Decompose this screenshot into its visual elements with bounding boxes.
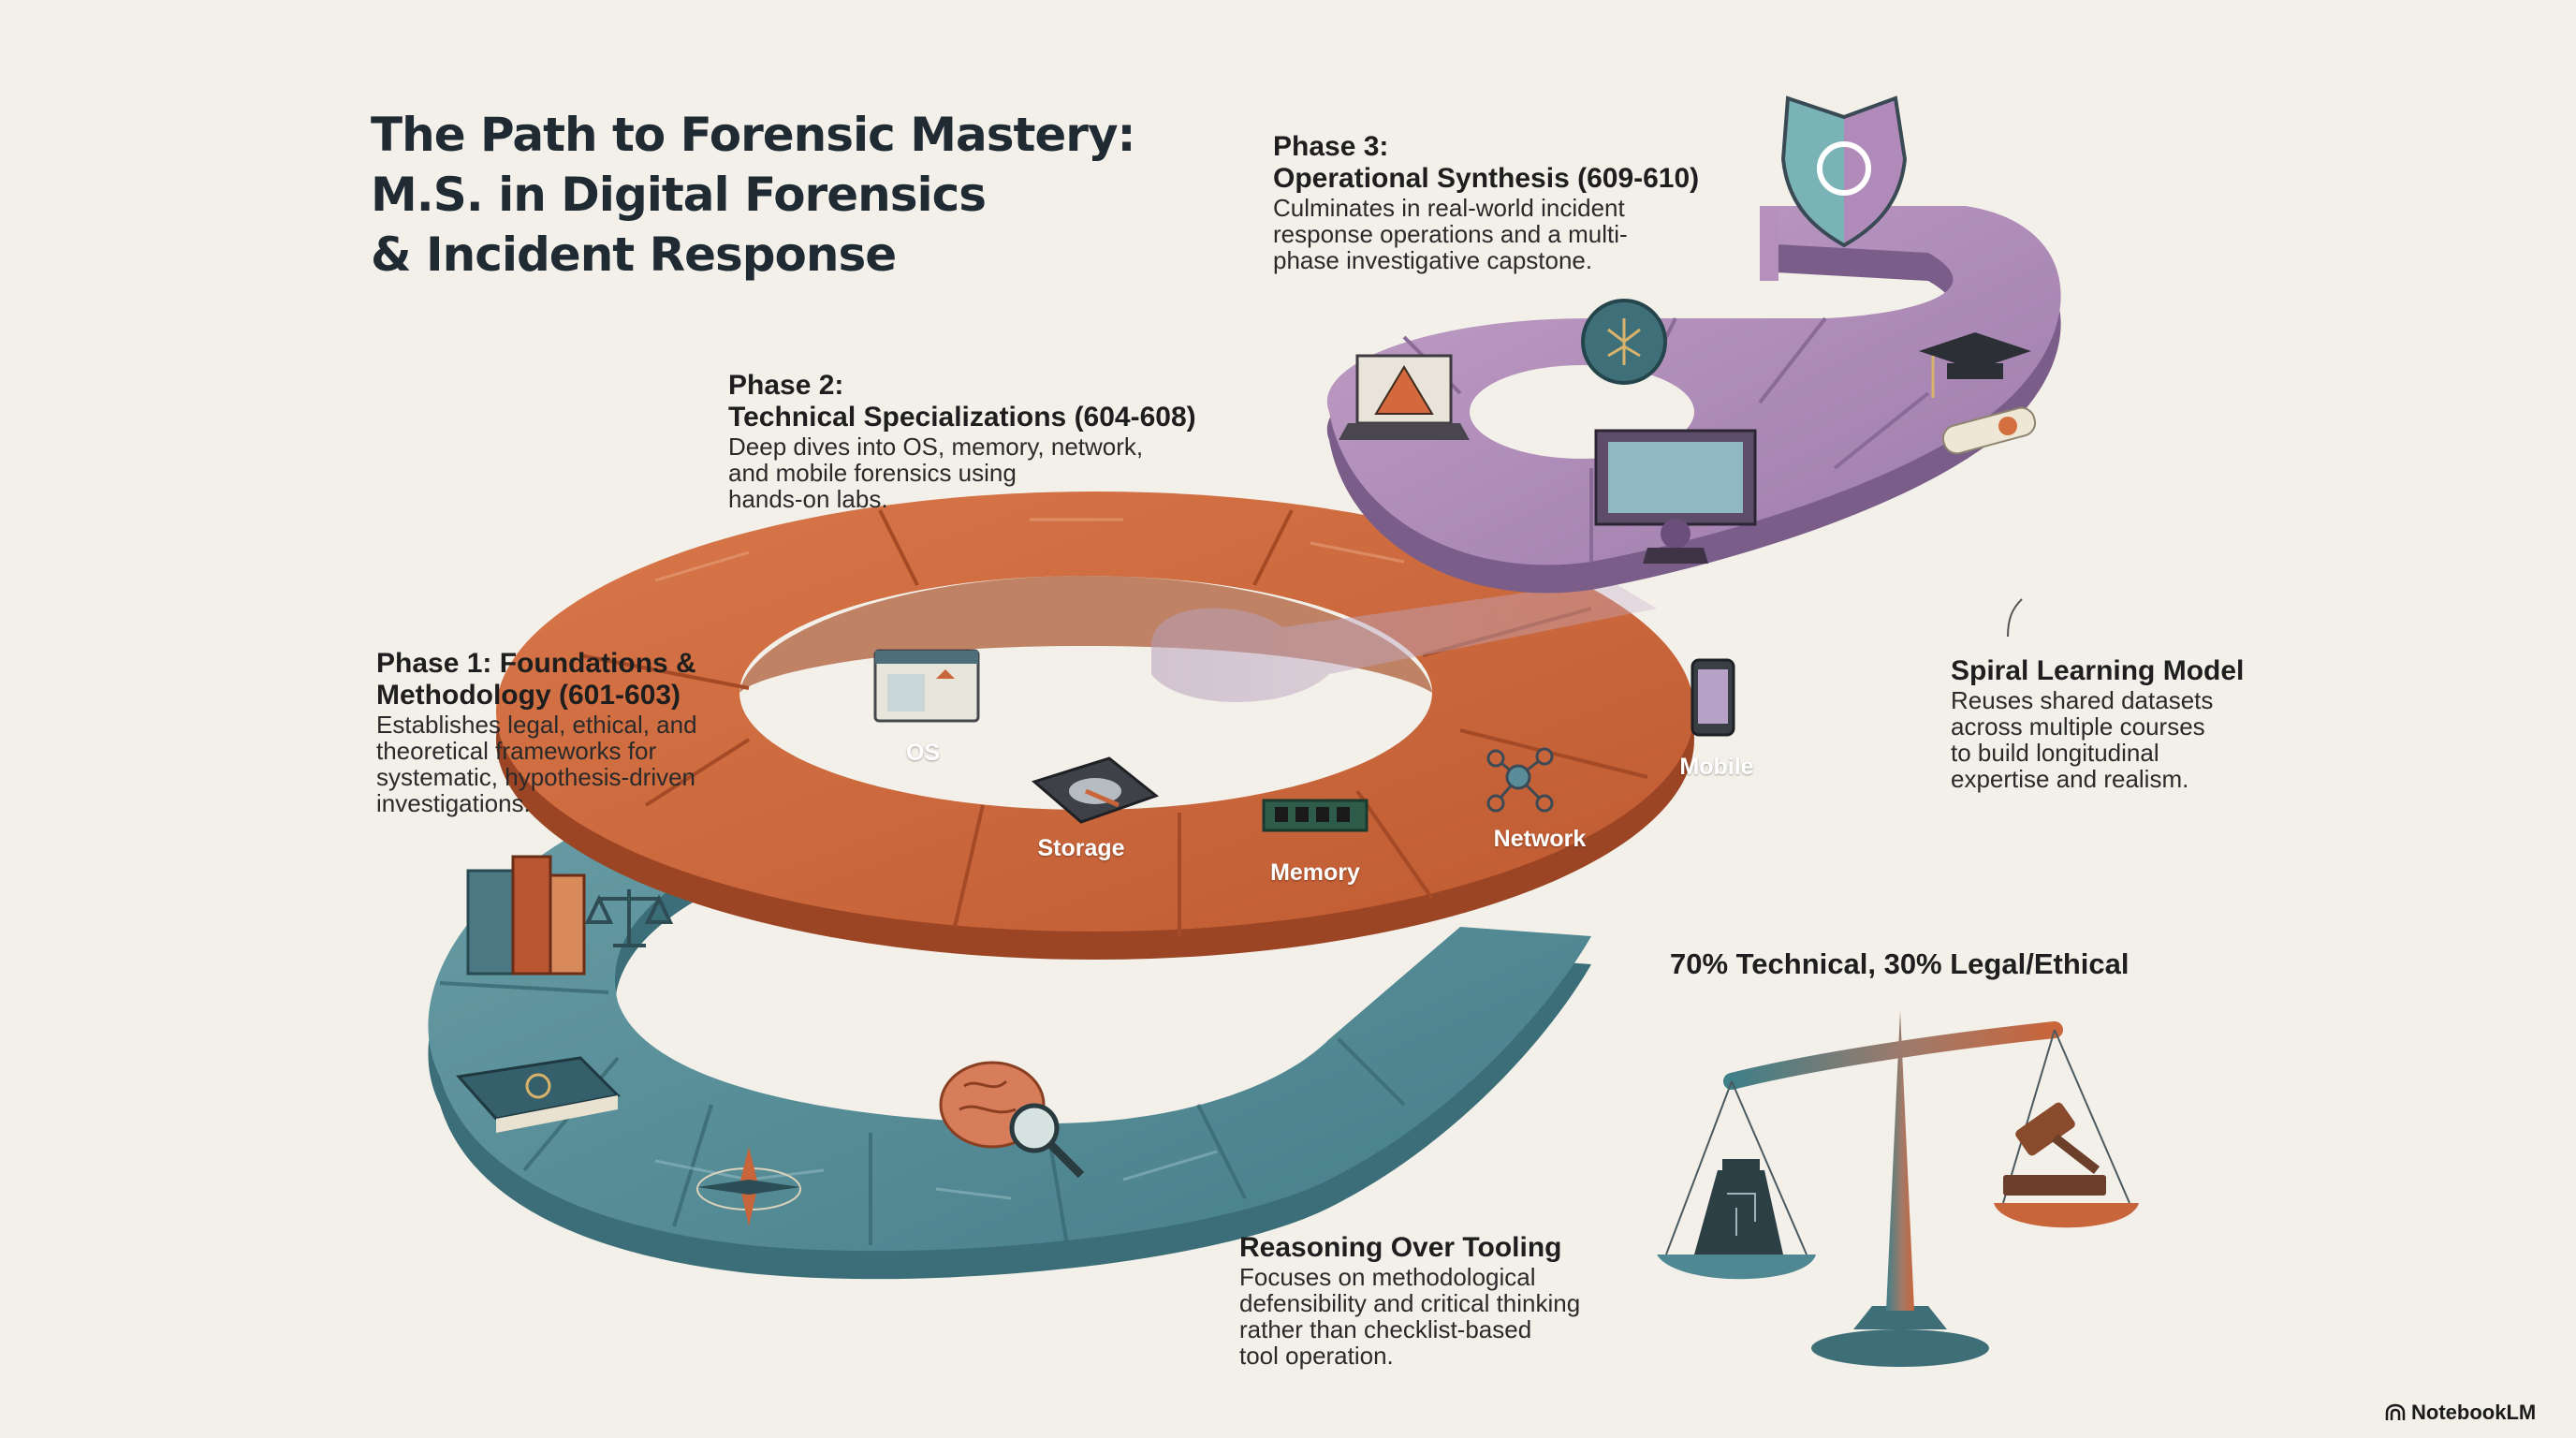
network-nodes-icon (1486, 747, 1554, 813)
memory-chip-icon (1262, 799, 1368, 832)
phase2-description: Deep dives into OS, memory, network, and… (728, 433, 1290, 512)
segment-label-storage: Storage (1037, 835, 1125, 861)
phase1-title-line: Methodology (601-603) (376, 680, 681, 711)
spiral-desc-line: to build longitudinal (1951, 739, 2159, 767)
phase2-label: Phase 2: (728, 370, 844, 401)
phase1-desc-line: systematic, hypothesis-driven (376, 763, 696, 791)
phase1-desc-line: investigations. (376, 789, 531, 817)
phase1-desc-line: Establishes legal, ethical, and (376, 711, 697, 739)
reasoning-desc-line: Focuses on methodological (1239, 1263, 1536, 1291)
hard-drive-icon (1031, 756, 1160, 824)
warning-laptop-icon (1339, 354, 1470, 440)
reasoning-callout: Reasoning Over Tooling Focuses on method… (1239, 1232, 1726, 1369)
spiral-model-callout: Spiral Learning Model Reuses shared data… (1951, 655, 2475, 792)
segment-label-network: Network (1493, 826, 1587, 852)
brain-magnifier-icon (939, 1061, 1085, 1179)
os-window-icon (873, 649, 980, 723)
page-title: The Path to Forensic Mastery: M.S. in Di… (371, 105, 1213, 285)
phase3-label: Phase 3: (1273, 131, 1389, 162)
compass-icon (696, 1147, 801, 1226)
phase2-desc-line: hands-on labs. (728, 485, 888, 513)
mobile-phone-icon (1690, 658, 1735, 737)
title-line-1: The Path to Forensic Mastery: (371, 108, 1136, 162)
phase2-desc-line: Deep dives into OS, memory, network, (728, 433, 1144, 461)
phase3-desc-line: response operations and a multi- (1273, 220, 1628, 248)
phase1-callout: Phase 1: Foundations & Methodology (601-… (376, 648, 900, 816)
segment-label-mobile: Mobile (1679, 754, 1754, 780)
title-line-3: & Incident Response (371, 227, 897, 282)
reasoning-title: Reasoning Over Tooling (1239, 1232, 1562, 1263)
law-book-icon (456, 1056, 622, 1133)
segment-label-memory: Memory (1270, 859, 1360, 886)
phase2-title: Technical Specializations (604-608) (728, 402, 1196, 433)
shield-icon (1780, 95, 1908, 248)
diploma-icon (1941, 406, 2037, 455)
brand-name: NotebookLM (2411, 1401, 2537, 1424)
notebooklm-brand: NotebookLM (2385, 1401, 2536, 1425)
spiral-model-leader (2007, 598, 2023, 638)
phase1-title-line: Phase 1: Foundations & (376, 648, 696, 679)
phase2-callout: Phase 2: Technical Specializations (604-… (728, 370, 1290, 512)
phase1-desc-line: theoretical frameworks for (376, 737, 657, 765)
phase1-ring (428, 749, 1591, 1280)
weight-chip-icon (1694, 1159, 1783, 1255)
reasoning-description: Focuses on methodological defensibility … (1239, 1264, 1726, 1369)
spiral-model-title: Spiral Learning Model (1951, 655, 2245, 686)
spiral-desc-line: across multiple courses (1951, 712, 2205, 741)
scales-icon (584, 889, 674, 947)
segment-label-os: OS (905, 740, 941, 766)
reasoning-desc-line: defensibility and critical thinking (1239, 1289, 1581, 1317)
phase3-description: Culminates in real-world incident respon… (1273, 195, 1835, 273)
phase2-desc-line: and mobile forensics using (728, 459, 1017, 487)
phase3-desc-line: phase investigative capstone. (1273, 246, 1593, 274)
reasoning-desc-line: tool operation. (1239, 1342, 1394, 1370)
spiral-desc-line: expertise and realism. (1951, 765, 2189, 793)
phase3-callout: Phase 3: Operational Synthesis (609-610)… (1273, 131, 1835, 273)
circuit-badge-icon (1581, 299, 1667, 385)
phase3-title: Operational Synthesis (609-610) (1273, 163, 1700, 194)
title-line-2: M.S. in Digital Forensics (371, 168, 987, 222)
reasoning-desc-line: rather than checklist-based (1239, 1315, 1532, 1343)
ratio-label: 70% Technical, 30% Legal/Ethical (1670, 947, 2130, 980)
phase3-desc-line: Culminates in real-world incident (1273, 194, 1625, 222)
gavel-icon (2003, 1102, 2106, 1196)
spiral-desc-line: Reuses shared datasets (1951, 686, 2214, 714)
presentation-icon (1594, 429, 1757, 564)
notebooklm-logo-icon (2385, 1403, 2406, 1420)
books-icon (466, 855, 586, 976)
balance-scale-icon (1657, 1011, 2139, 1367)
spiral-model-description: Reuses shared datasets across multiple c… (1951, 687, 2475, 792)
phase1-description: Establishes legal, ethical, and theoreti… (376, 712, 900, 816)
graduation-cap-icon (1919, 332, 2031, 398)
spiral-connector (1151, 580, 1657, 702)
